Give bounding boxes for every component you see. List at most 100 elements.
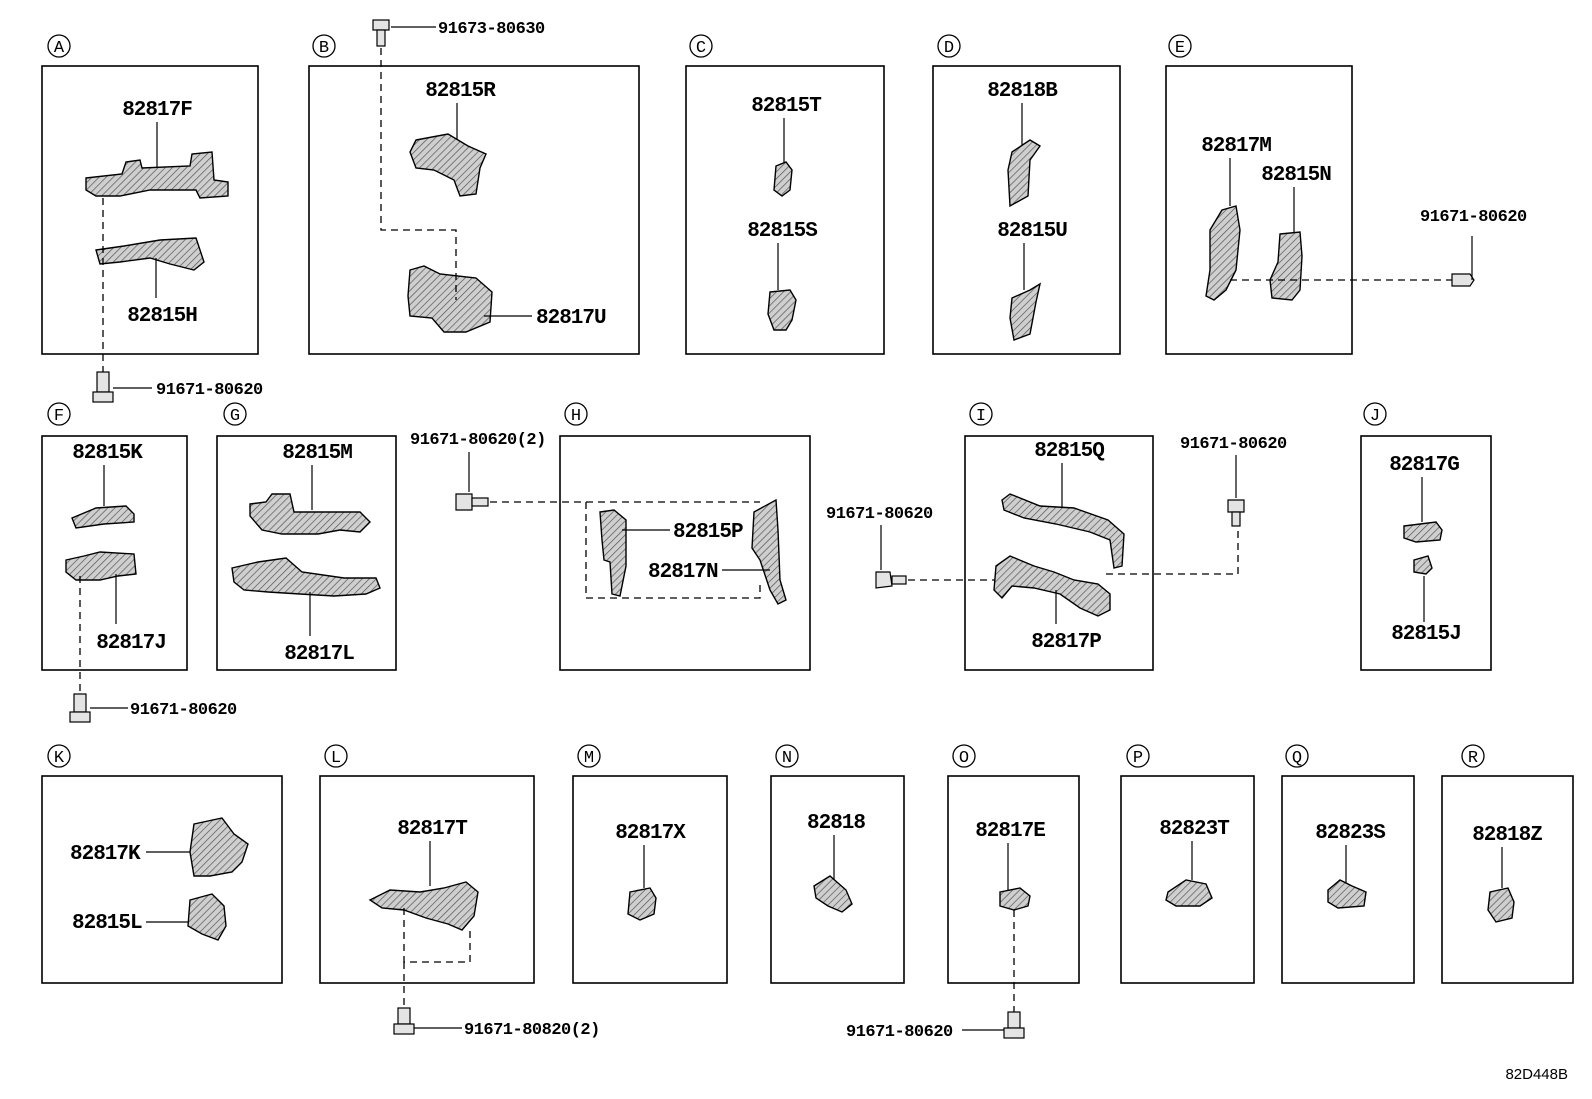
bolt-part-number: 91673-80630: [438, 20, 545, 39]
bracket-part: [189, 817, 249, 877]
bracket-part: [71, 505, 135, 529]
section-letter: A: [54, 39, 65, 58]
part-number-label: 82817N: [648, 561, 718, 584]
part-number-label: 82815U: [997, 220, 1067, 243]
connector-part: [1327, 879, 1367, 909]
bolt-h: 91671-80620(2): [410, 431, 761, 599]
bracket-part: [1009, 282, 1042, 341]
part-number-label: 82817M: [1201, 135, 1271, 158]
section-letter: C: [696, 39, 706, 58]
section-o: O 82817E 91671-80620: [846, 744, 1080, 1042]
part-number-label: 82815P: [673, 521, 743, 544]
part-number-label: 82815Q: [1034, 440, 1104, 463]
bolt-part-number: 91671-80620: [156, 381, 263, 400]
section-d: D 82818B 82815U: [932, 34, 1121, 355]
connector-part: [813, 875, 853, 913]
part-number-label: 82817E: [975, 820, 1045, 843]
bracket-part: [751, 498, 787, 605]
section-letter: R: [1468, 749, 1478, 768]
part-number-label: 82817U: [536, 307, 606, 330]
bolt-part-number: 91671-80620: [846, 1023, 953, 1042]
bolt-f: 91671-80620: [69, 576, 238, 723]
section-h: H 82815P 82817N: [559, 402, 811, 671]
part-number-label: 82815L: [72, 912, 142, 935]
section-letter: N: [782, 749, 792, 768]
part-number-label: 82815R: [425, 80, 496, 103]
part-number-label: 82818B: [987, 80, 1058, 103]
bolt-b: 91673-80630: [372, 19, 546, 300]
bracket-part: [368, 881, 479, 931]
section-n: N 82818: [770, 744, 905, 984]
bolt-i-right: 91671-80620: [1180, 435, 1288, 527]
bolt-icon: [372, 19, 390, 31]
section-p: P 82823T: [1120, 744, 1255, 984]
part-number-label: 82818Z: [1472, 824, 1542, 847]
bolt-icon: [1227, 499, 1245, 513]
bracket-part: [599, 509, 627, 597]
bolt-part-number: 91671-80620: [130, 701, 237, 720]
clip-part: [773, 161, 793, 197]
bolt-icon: [73, 693, 87, 713]
part-number-label: 82817G: [1389, 454, 1459, 477]
section-letter: H: [571, 407, 581, 426]
section-a: A 82817F 82815H: [41, 34, 259, 355]
bolt-part-number: 91671-80620: [826, 505, 933, 524]
clip-part: [767, 289, 797, 331]
bracket-part: [95, 237, 205, 271]
section-q: Q 82823S: [1281, 744, 1415, 984]
part-number-label: 82815M: [282, 442, 352, 465]
section-letter: B: [319, 39, 329, 58]
part-number-label: 82815K: [72, 442, 143, 465]
bracket-part: [65, 551, 137, 581]
part-number-label: 82817K: [70, 843, 141, 866]
section-letter: K: [54, 749, 65, 768]
bolt-part-number: 91671-80620: [1180, 435, 1287, 454]
bolt-icon: [397, 1007, 411, 1025]
section-j: J 82817G 82815J: [1360, 402, 1492, 671]
part-number-label: 82817F: [122, 99, 192, 122]
section-letter: M: [584, 749, 594, 768]
bolt-icon: [875, 571, 893, 589]
bracket-part: [1007, 139, 1042, 208]
part-number-label: 82817X: [615, 822, 686, 845]
bolt-part-number: 91671-80620: [1420, 208, 1527, 227]
part-number-label: 82817P: [1031, 631, 1101, 654]
diagram-reference-code: 82D448B: [1505, 1066, 1568, 1083]
section-letter: J: [1370, 407, 1380, 426]
section-f: F 82815K 82817J: [41, 402, 188, 671]
section-b: B 82815R 82817U: [308, 34, 640, 355]
section-k: K 82817K 82815L: [41, 744, 283, 984]
section-i: I 82815Q 82817P: [964, 402, 1239, 671]
section-letter: G: [230, 407, 240, 426]
bolt-i-left: 91671-80620: [826, 505, 1000, 589]
section-letter: E: [1175, 39, 1185, 58]
bolt-part-number: 91671-80820(2): [464, 1021, 600, 1040]
section-letter: O: [959, 749, 969, 768]
part-number-label: 82815T: [751, 95, 821, 118]
section-l: L 82817T 91671-80820(2): [319, 744, 600, 1040]
bracket-part: [187, 893, 227, 941]
part-number-label: 82817T: [397, 818, 467, 841]
part-number-label: 82815J: [1391, 623, 1461, 646]
section-r: R 82818Z: [1441, 744, 1574, 984]
connector-housing-part: [407, 265, 493, 333]
bracket-part: [1269, 231, 1303, 301]
sensor-part: [1165, 879, 1213, 907]
part-number-label: 82817J: [96, 632, 166, 655]
bracket-part: [231, 557, 381, 597]
part-number-label: 82817L: [284, 643, 354, 666]
section-c: C 82815T 82815S: [685, 34, 885, 355]
section-e: E 82817M 82815N 91671-80620: [1165, 34, 1528, 355]
clip-part: [999, 887, 1031, 911]
bolt-icon: [96, 371, 110, 393]
section-letter: L: [331, 749, 341, 768]
bolt-icon: [1451, 273, 1475, 287]
connector-part: [1403, 521, 1443, 543]
connector-part: [627, 887, 657, 921]
bolt-part-number: 91671-80620(2): [410, 431, 546, 450]
section-letter: P: [1133, 749, 1143, 768]
part-number-label: 82823T: [1159, 818, 1229, 841]
bracket-part: [409, 133, 487, 197]
part-number-label: 82815S: [747, 220, 817, 243]
